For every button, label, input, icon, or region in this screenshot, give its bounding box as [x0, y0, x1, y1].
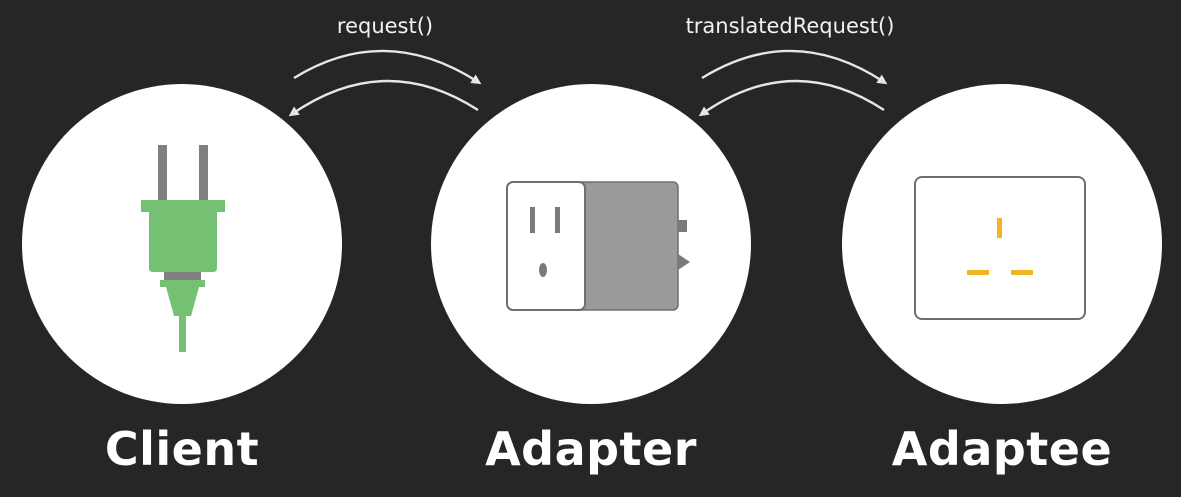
request-arrow-icon	[293, 49, 482, 85]
request-return-arrow-icon	[288, 79, 479, 117]
outlet-adapter-icon	[506, 181, 690, 311]
plug-icon	[141, 145, 225, 352]
request-call-label: request()	[336, 14, 434, 38]
adaptee-label: Adaptee	[891, 422, 1113, 476]
translated-request-return-arrow-icon	[698, 79, 885, 117]
translated-request-call-label: translatedRequest()	[685, 14, 895, 38]
adapter-label: Adapter	[485, 422, 697, 476]
translated-request-arrow-icon	[701, 49, 888, 85]
outlet-icon	[914, 176, 1086, 320]
client-label: Client	[104, 422, 260, 476]
